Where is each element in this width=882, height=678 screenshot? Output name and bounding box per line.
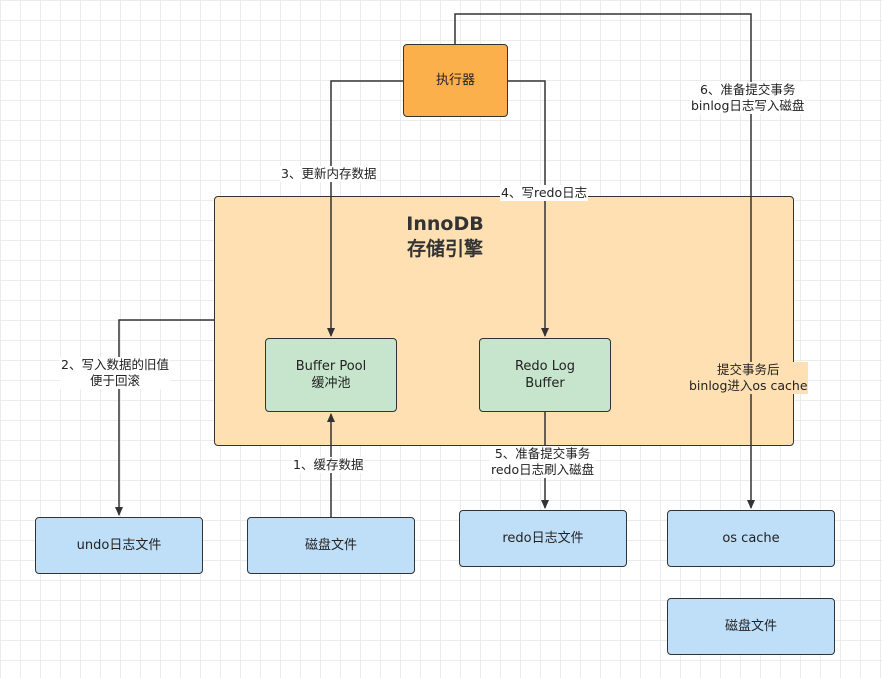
edge-engine-to-undo (115, 319, 214, 516)
redo-buffer-label-line1: Redo Log (514, 359, 575, 374)
step2-text-line1: 2、写入数据的旧值 (61, 357, 169, 372)
step3-label: 3、更新内存数据 (280, 166, 378, 182)
undo-file-label: undo日志文件 (76, 538, 162, 553)
disk-file-2-node: 磁盘文件 (667, 598, 835, 655)
os-cache-node: os cache (667, 510, 835, 567)
step4-label: 4、写redo日志 (500, 185, 589, 201)
buffer-pool-label-line2: 缓冲池 (311, 376, 351, 391)
step6-text-line1: 6、准备提交事务 (699, 82, 796, 97)
executor-node: 执行器 (403, 44, 508, 117)
step5-text-line2: redo日志刷入磁盘 (491, 462, 595, 477)
disk-file-node: 磁盘文件 (247, 517, 415, 574)
step1-label: 1、缓存数据 (292, 457, 365, 473)
commit-label: 提交事务后 binlog进入os cache (689, 362, 808, 394)
buffer-pool-node: Buffer Pool 缓冲池 (265, 338, 397, 412)
edge-executor-to-buffer-pool (327, 80, 403, 337)
step3-text: 3、更新内存数据 (281, 166, 377, 181)
step2-text-line2: 便于回滚 (89, 373, 140, 388)
redo-file-node: redo日志文件 (459, 510, 627, 567)
step4-text: 4、写redo日志 (501, 185, 588, 200)
buffer-pool-label-line1: Buffer Pool (295, 359, 367, 374)
redo-buffer-label-line2: Buffer (525, 376, 565, 391)
step2-label: 2、写入数据的旧值 便于回滚 (60, 357, 170, 389)
undo-file-node: undo日志文件 (35, 517, 203, 574)
commit-text-line1: 提交事务后 (717, 362, 780, 377)
engine-title: InnoDB 存储引擎 (214, 212, 676, 262)
step5-label: 5、准备提交事务 redo日志刷入磁盘 (490, 446, 596, 478)
disk-file-2-label: 磁盘文件 (724, 619, 777, 634)
engine-title-line2: 存储引擎 (406, 238, 483, 260)
engine-title-line1: InnoDB (406, 213, 484, 235)
redo-log-buffer-node: Redo Log Buffer (479, 338, 611, 412)
edge-executor-to-redo-buffer (508, 80, 549, 337)
step6-text-line2: binlog日志写入磁盘 (691, 98, 805, 113)
step1-text: 1、缓存数据 (293, 457, 364, 472)
step6-label: 6、准备提交事务 binlog日志写入磁盘 (690, 82, 806, 114)
executor-label: 执行器 (435, 73, 475, 88)
step5-text-line1: 5、准备提交事务 (494, 446, 591, 461)
edge-executor-to-os-cache (454, 13, 755, 509)
os-cache-label: os cache (722, 531, 780, 546)
redo-file-label: redo日志文件 (502, 531, 584, 546)
disk-file-label: 磁盘文件 (304, 538, 357, 553)
commit-text-line2: binlog进入os cache (689, 378, 808, 393)
